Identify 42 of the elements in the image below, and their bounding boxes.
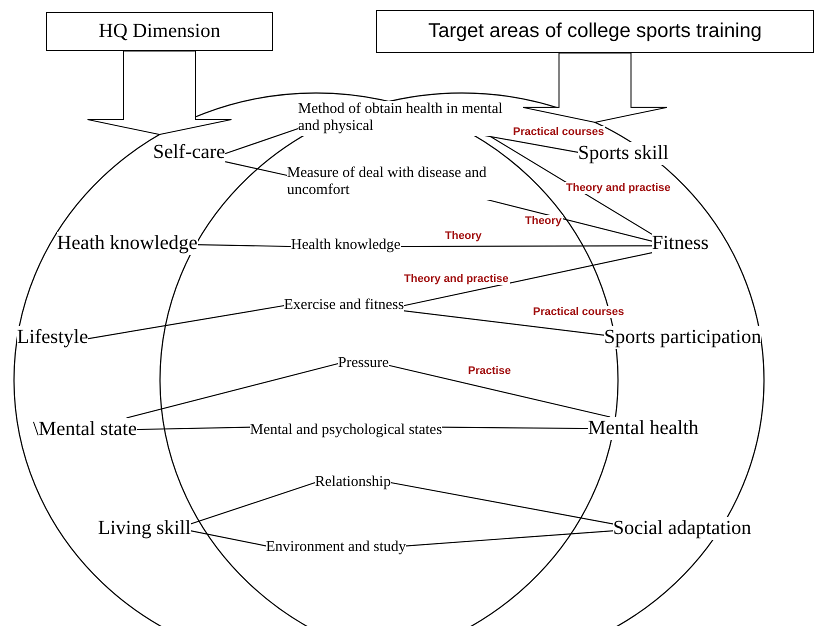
connector-line bbox=[486, 198, 652, 242]
connector-line bbox=[406, 530, 614, 546]
node-label: Fitness bbox=[652, 232, 709, 255]
edge-label: Practical courses bbox=[532, 306, 626, 318]
edge-label: Practise bbox=[467, 365, 512, 378]
edge-label: Theory bbox=[524, 215, 563, 228]
edge-label: Practical courses bbox=[512, 126, 606, 138]
connector-line bbox=[404, 252, 652, 306]
node-label: Relationship bbox=[315, 474, 391, 492]
connector-line bbox=[190, 530, 266, 546]
edge-label: Theory bbox=[444, 230, 483, 242]
connector-line bbox=[488, 135, 652, 235]
connector-line bbox=[225, 128, 298, 154]
connector-line bbox=[484, 134, 578, 153]
node-label: Sports skill bbox=[578, 142, 669, 165]
block-arrow bbox=[522, 52, 668, 123]
heading-box: HQ Dimension bbox=[46, 12, 273, 51]
node-label: Environment and study bbox=[266, 539, 406, 556]
connector-line bbox=[198, 244, 292, 248]
connector-line bbox=[388, 364, 610, 418]
edge-label: Theory and practise bbox=[565, 182, 672, 194]
edge-label: Theory and practise bbox=[403, 273, 510, 286]
connector-line bbox=[225, 161, 288, 176]
connector-line bbox=[136, 426, 250, 430]
node-label: Sports participation bbox=[604, 326, 762, 349]
node-label: Heath knowledge bbox=[57, 232, 198, 255]
node-label: Mental and psychological states bbox=[250, 422, 442, 440]
node-label: Lifestyle bbox=[17, 326, 88, 349]
connector-line bbox=[88, 305, 284, 340]
connector-line bbox=[442, 426, 588, 430]
connector-line bbox=[390, 482, 614, 524]
node-label: Social adaptation bbox=[613, 517, 752, 540]
block-arrow bbox=[87, 50, 232, 136]
node-label: Exercise and fitness bbox=[284, 297, 404, 314]
connector-line bbox=[400, 245, 652, 248]
connector-line bbox=[404, 310, 604, 336]
connector-line bbox=[126, 363, 338, 419]
heading-box: Target areas of college sports training bbox=[376, 10, 814, 53]
node-label: Living skill bbox=[98, 517, 191, 540]
connector-line bbox=[190, 482, 316, 524]
node-label: Mental health bbox=[588, 417, 699, 440]
node-label: Health knowledge bbox=[291, 237, 401, 254]
